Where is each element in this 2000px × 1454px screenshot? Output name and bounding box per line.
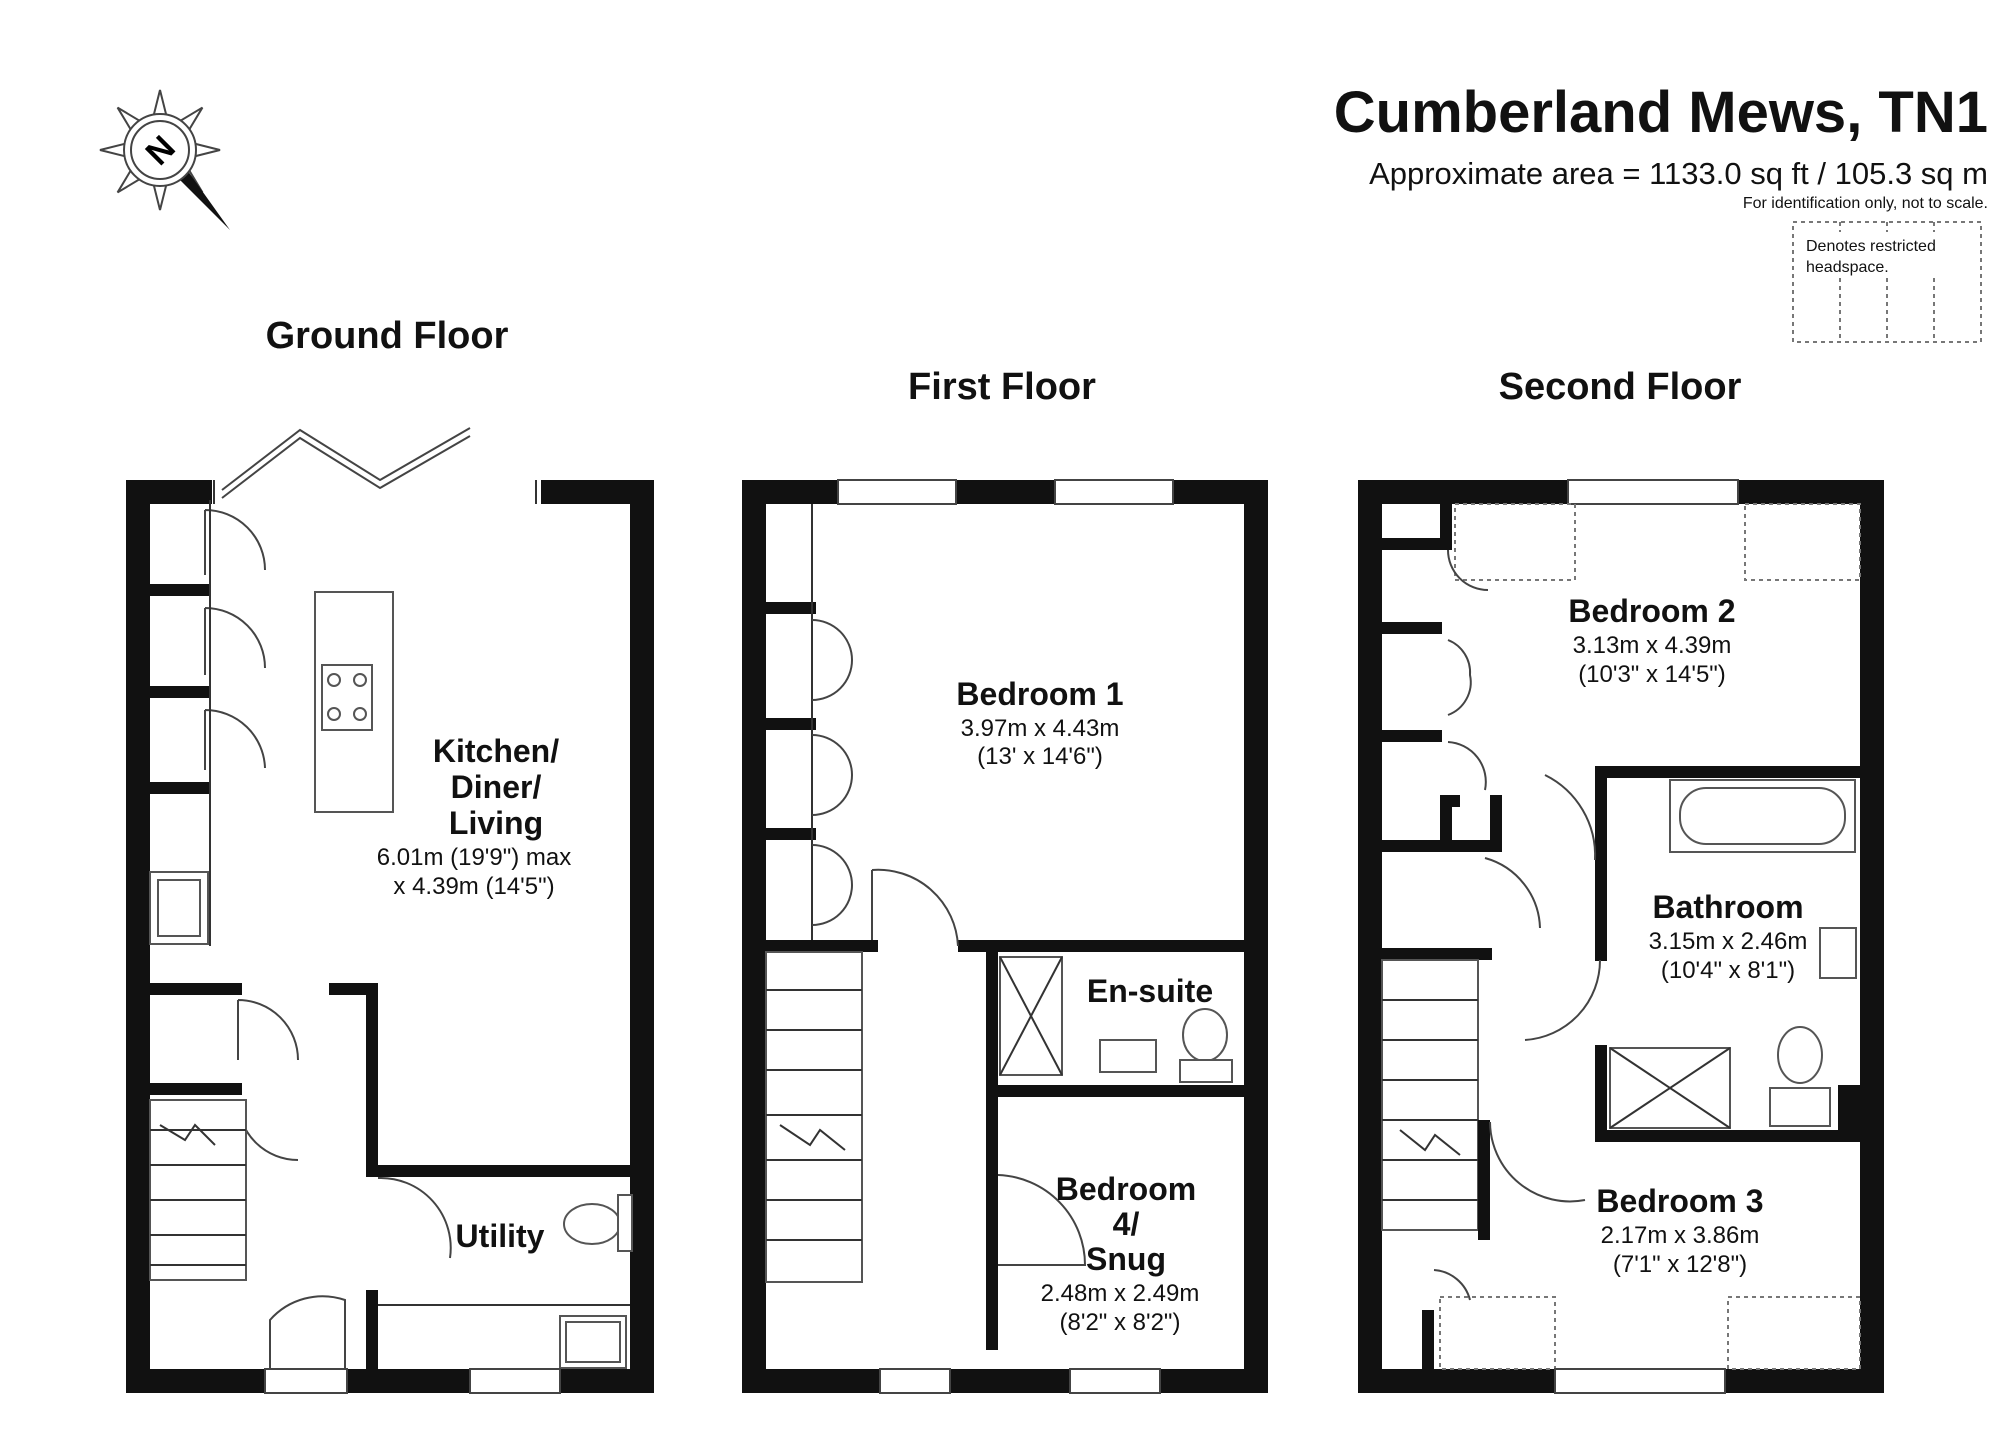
kitchen-dimensions-line1: 6.01m (19'9") max	[377, 844, 572, 871]
bedroom2-label: Bedroom 2	[1568, 593, 1735, 629]
bedroom3-label: Bedroom 3	[1596, 1183, 1763, 1219]
compass-icon: N	[99, 89, 230, 230]
bathroom-dimensions-line2: (10'4" x 8'1")	[1661, 957, 1795, 984]
plan-title: Cumberland Mews, TN1	[1334, 80, 1988, 145]
ground-floor-plan: Ground Floor	[126, 315, 654, 1394]
kitchen-dimensions-line2: x 4.39m (14'5")	[393, 873, 554, 900]
kitchen-label-line1: Kitchen/	[433, 733, 559, 769]
legend-text-line2: headspace.	[1806, 259, 1889, 276]
ensuite-label: En-suite	[1087, 973, 1213, 1009]
kitchen-label-line3: Living	[449, 805, 543, 841]
second-floor-label: Second Floor	[1499, 366, 1742, 408]
bedroom2-dimensions-line2: (10'3" x 14'5")	[1578, 661, 1726, 688]
bedroom3-dimensions-line2: (7'1" x 12'8")	[1613, 1251, 1747, 1278]
header: Cumberland Mews, TN1 Approximate area = …	[1334, 80, 1988, 343]
bedroom4-dimensions-line1: 2.48m x 2.49m	[1041, 1280, 1200, 1307]
ground-floor-label: Ground Floor	[266, 315, 509, 357]
bathroom-dimensions-line1: 3.15m x 2.46m	[1649, 928, 1808, 955]
disclaimer: For identification only, not to scale.	[1743, 195, 1988, 212]
first-floor-label: First Floor	[908, 366, 1096, 408]
bedroom3-dimensions-line1: 2.17m x 3.86m	[1601, 1222, 1760, 1249]
area-summary: Approximate area = 1133.0 sq ft / 105.3 …	[1369, 156, 1988, 191]
bedroom1-dimensions-line2: (13' x 14'6")	[977, 743, 1103, 770]
first-floor-plan: First Floor	[742, 366, 1268, 1394]
second-floor-plan: Second Floor	[1358, 366, 1884, 1394]
bedroom4-label-line1: Bedroom	[1056, 1171, 1196, 1207]
bedroom4-label-line2: 4/	[1113, 1206, 1140, 1242]
restricted-headspace-legend: Denotes restricted headspace.	[1792, 221, 1982, 343]
utility-label: Utility	[456, 1218, 545, 1254]
bedroom2-dimensions-line1: 3.13m x 4.39m	[1573, 632, 1732, 659]
bedroom4-label-line3: Snug	[1086, 1241, 1166, 1277]
bedroom4-dimensions-line2: (8'2" x 8'2")	[1060, 1309, 1181, 1336]
bedroom1-label: Bedroom 1	[956, 676, 1123, 712]
bathroom-label: Bathroom	[1652, 889, 1803, 925]
bedroom1-dimensions-line1: 3.97m x 4.43m	[961, 715, 1120, 742]
kitchen-label-line2: Diner/	[451, 769, 542, 805]
legend-text-line1: Denotes restricted	[1806, 238, 1936, 255]
